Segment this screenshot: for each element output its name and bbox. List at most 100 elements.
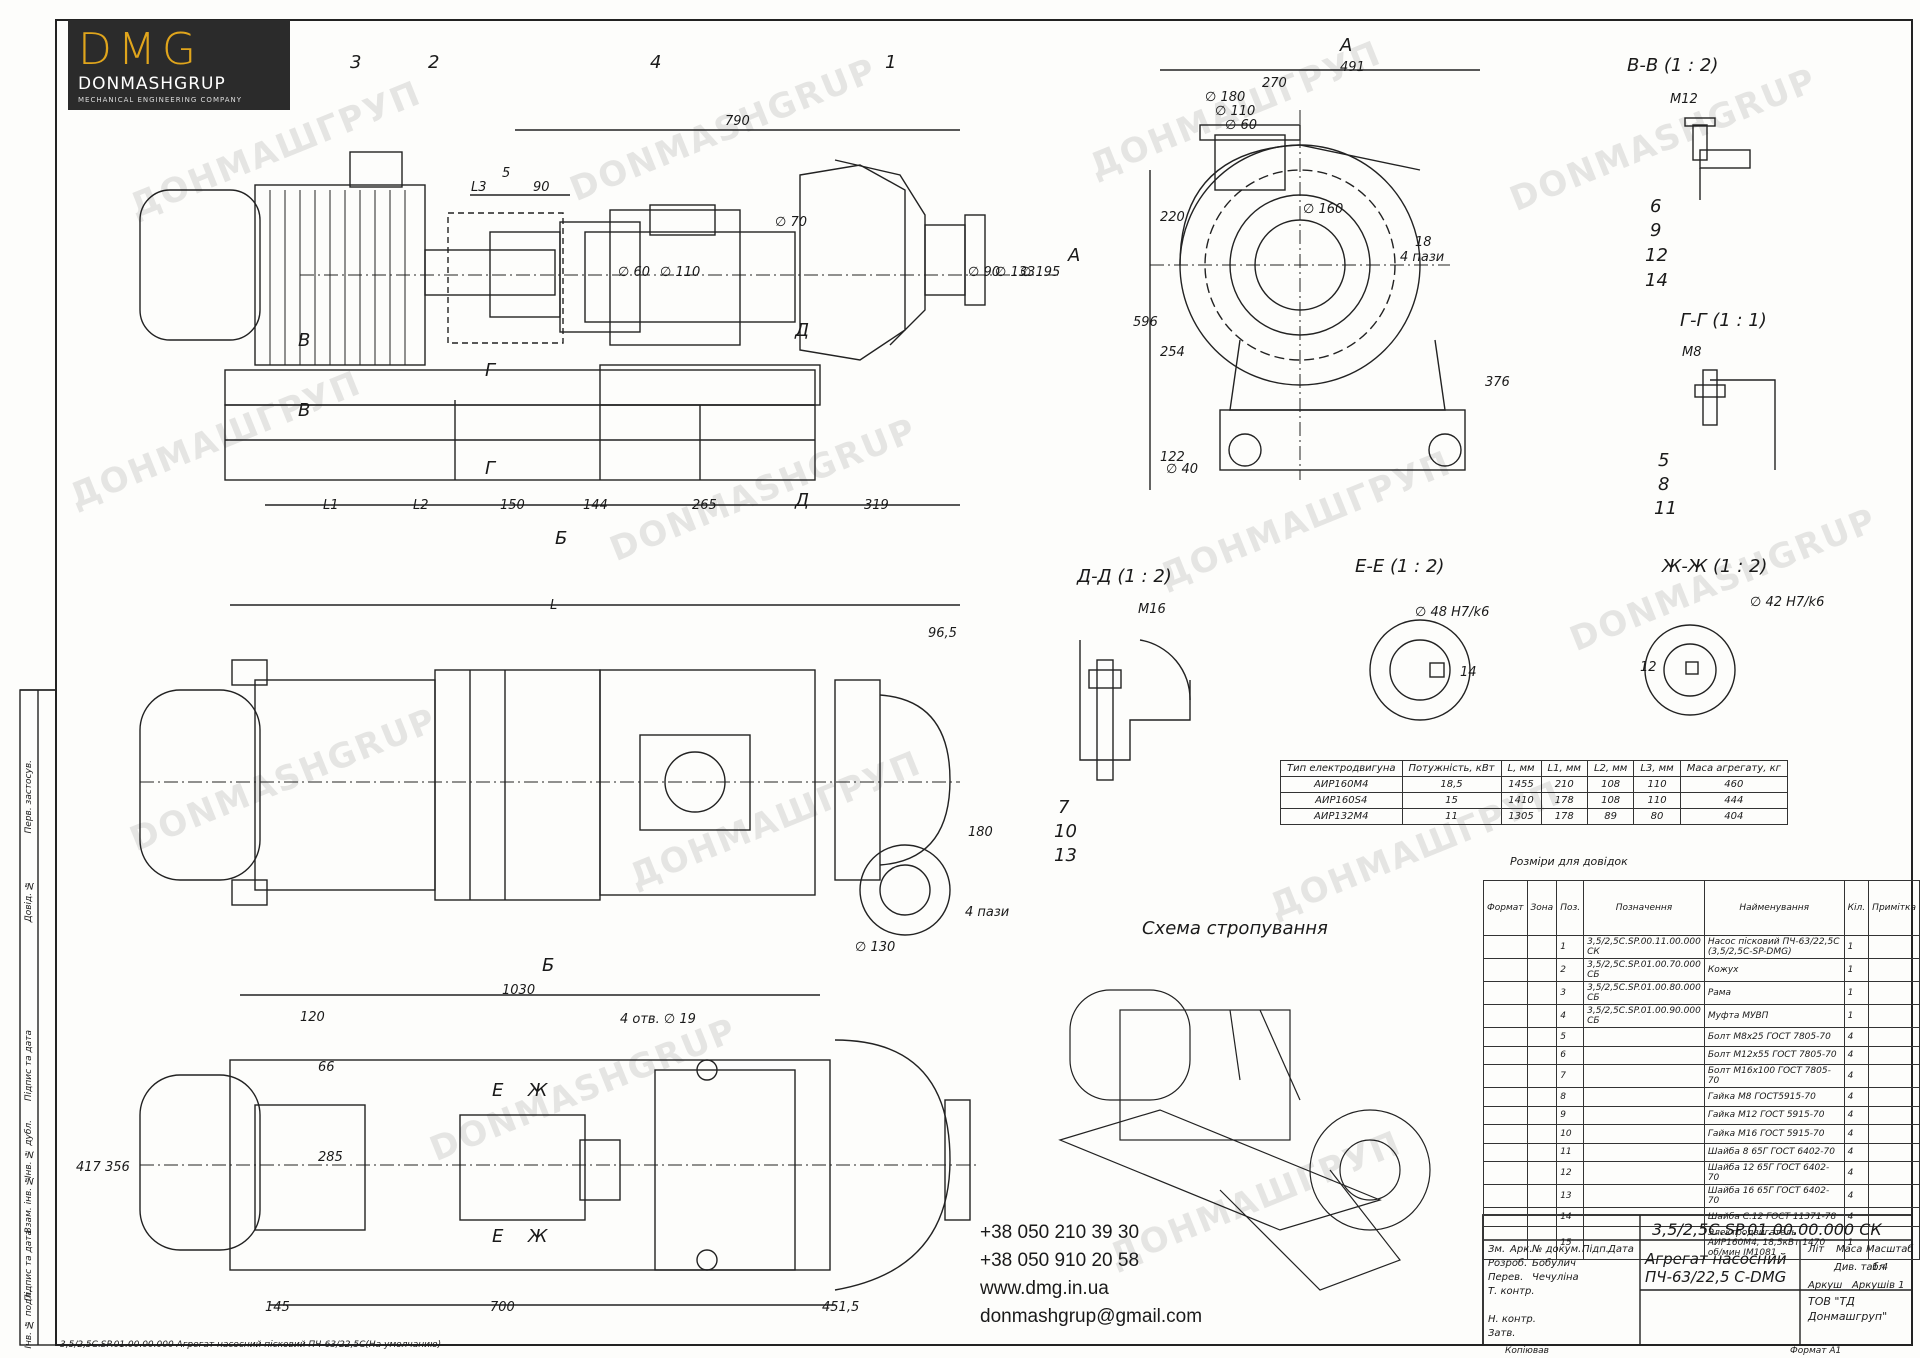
bom-cell (1526, 1142, 1558, 1162)
bom-cell (1483, 981, 1528, 1005)
bom-cell: 4 (1556, 1004, 1585, 1028)
logo-subtitle: MECHANICAL ENGINEERING COMPANY (78, 96, 243, 104)
spec-cell: 80 (1633, 808, 1681, 825)
dimension: ∅ 133 (995, 265, 1036, 280)
bom-cell: 4 (1843, 1161, 1870, 1185)
copied-by: Копіював (1505, 1346, 1549, 1356)
motor-spec-table: Тип електродвигуна Потужність, кВт L, мм… (1280, 760, 1788, 825)
dimension: ∅ 70 (775, 215, 807, 230)
bom-cell (1526, 1207, 1558, 1227)
bom-cell: Гайка М16 ГОСТ 5915-70 (1703, 1124, 1845, 1144)
bom-cell: Шайба 8 65Г ГОСТ 6402-70 (1703, 1142, 1845, 1162)
spec-cell: 1455 (1500, 776, 1542, 793)
file-footer: 3,5/2,5С.SP.01.00.00.000 Агрегат насосни… (60, 1340, 442, 1350)
bom-cell: 14 (1556, 1207, 1585, 1227)
bom-cell: Болт М12х55 ГОСТ 7805-70 (1703, 1045, 1845, 1065)
bom-cell: Болт М16х100 ГОСТ 7805-70 (1703, 1064, 1845, 1088)
scale-value: 1:4 (1872, 1262, 1889, 1273)
arrow-label-b: Б (555, 528, 568, 549)
sling-scheme-sketch (1058, 989, 1431, 1291)
dimension: 4 пази (965, 905, 1010, 920)
website-link[interactable]: www.dmg.in.ua (980, 1278, 1109, 1299)
dimension: L1 (323, 498, 339, 513)
bom-cell: Рама (1703, 981, 1845, 1005)
bom-cell: 7 (1556, 1064, 1585, 1088)
bom-cell: Гайка М12 ГОСТ 5915-70 (1703, 1105, 1845, 1125)
dimension: 265 (692, 498, 717, 513)
company-logo: DMG DONMASHGRUP MECHANICAL ENGINEERING C… (68, 20, 290, 110)
dimension: 700 (490, 1300, 515, 1315)
spec-cell: 1305 (1500, 808, 1542, 825)
spec-cell: 110 (1633, 792, 1681, 809)
side-stamp: Підпис та дата (24, 1030, 34, 1102)
spec-header: Маса агрегату, кг (1679, 760, 1788, 777)
bom-cell: 13 (1556, 1184, 1585, 1208)
dimension: 150 (500, 498, 525, 513)
dimension: 66 (318, 1060, 335, 1075)
dimension: ∅ 110 (1215, 104, 1256, 119)
bom-cell: Насос пісковий ПЧ-63/22,5С (3,5/2,5С-SP-… (1703, 935, 1845, 959)
bom-cell (1526, 1064, 1558, 1088)
bom-cell (1868, 1004, 1920, 1028)
view-title-ee: Е-Е (1 : 2) (1355, 556, 1445, 577)
bom-cell (1526, 1105, 1558, 1125)
tb-role: Розроб. (1488, 1258, 1528, 1269)
bom-cell (1526, 958, 1558, 982)
dimension: 376 (1485, 375, 1510, 390)
callout-1: 1 (885, 52, 897, 73)
tb-role: Затв. (1488, 1328, 1516, 1339)
tb-role: Зм. (1488, 1244, 1506, 1255)
table-row: АИР160М4 18,5 1455 210 108 110 460 (1280, 776, 1788, 793)
phone-1[interactable]: +38 050 210 39 30 (980, 1222, 1140, 1243)
side-stamp: Довід. № (24, 880, 34, 923)
spec-cell: 210 (1540, 776, 1588, 793)
bom-cell (1868, 1087, 1920, 1107)
bom-cell: 8 (1556, 1087, 1585, 1107)
bom-cell (1868, 1184, 1920, 1208)
bom-header: Формат (1483, 880, 1528, 936)
bom-cell: 4 (1843, 1142, 1870, 1162)
table-row: АИР160S4 15 1410 178 108 110 444 (1280, 792, 1788, 809)
bom-cell: Муфта МУВП (1703, 1004, 1845, 1028)
spec-header: L2, мм (1586, 760, 1635, 777)
spec-header: Потужність, кВт (1401, 760, 1502, 777)
bom-cell (1483, 1064, 1528, 1088)
spec-cell: 1410 (1500, 792, 1542, 809)
top-view (139, 604, 960, 936)
dimension: 356 (105, 1160, 130, 1175)
bom-cell: 1 (1843, 1225, 1870, 1260)
bom-cell (1583, 1105, 1705, 1125)
section-mark-e: Е (492, 1080, 504, 1101)
bom-cell (1483, 935, 1528, 959)
drawing-code: 3,5/2,5С.SP.01.00.00.000 СК (1652, 1220, 1882, 1239)
spec-cell: АИР132М4 (1280, 808, 1403, 825)
email-link[interactable]: donmashgrup@gmail.com (980, 1306, 1203, 1327)
bom-cell: 4 (1843, 1105, 1870, 1125)
bom-cell (1868, 1105, 1920, 1125)
end-view-a (1149, 69, 1480, 490)
bom-cell: 9 (1556, 1105, 1585, 1125)
view-title-a: А (1340, 35, 1353, 56)
spec-cell: 460 (1679, 776, 1788, 793)
logo-mark: DMG (78, 24, 202, 75)
callout-6: 6 (1650, 196, 1662, 217)
tb-role: Т. контр. (1488, 1286, 1535, 1297)
section-mark-v: В (298, 400, 311, 421)
label-mass: Маса (1836, 1244, 1863, 1255)
spec-cell: 89 (1586, 808, 1635, 825)
bom-cell (1526, 1161, 1558, 1185)
section-mark-zh: Ж (528, 1226, 548, 1247)
bom-cell: Электродвигатель АИР160М4, 18,5кВт 1470 … (1703, 1225, 1845, 1260)
phone-2[interactable]: +38 050 910 20 58 (980, 1250, 1140, 1271)
bom-cell: 4 (1843, 1087, 1870, 1107)
side-view (139, 129, 1060, 506)
bom-cell (1526, 1027, 1558, 1047)
bom-cell: 11 (1556, 1142, 1585, 1162)
dimension: L (550, 598, 558, 613)
dimension: M16 (1138, 602, 1166, 617)
bom-cell (1868, 1161, 1920, 1185)
